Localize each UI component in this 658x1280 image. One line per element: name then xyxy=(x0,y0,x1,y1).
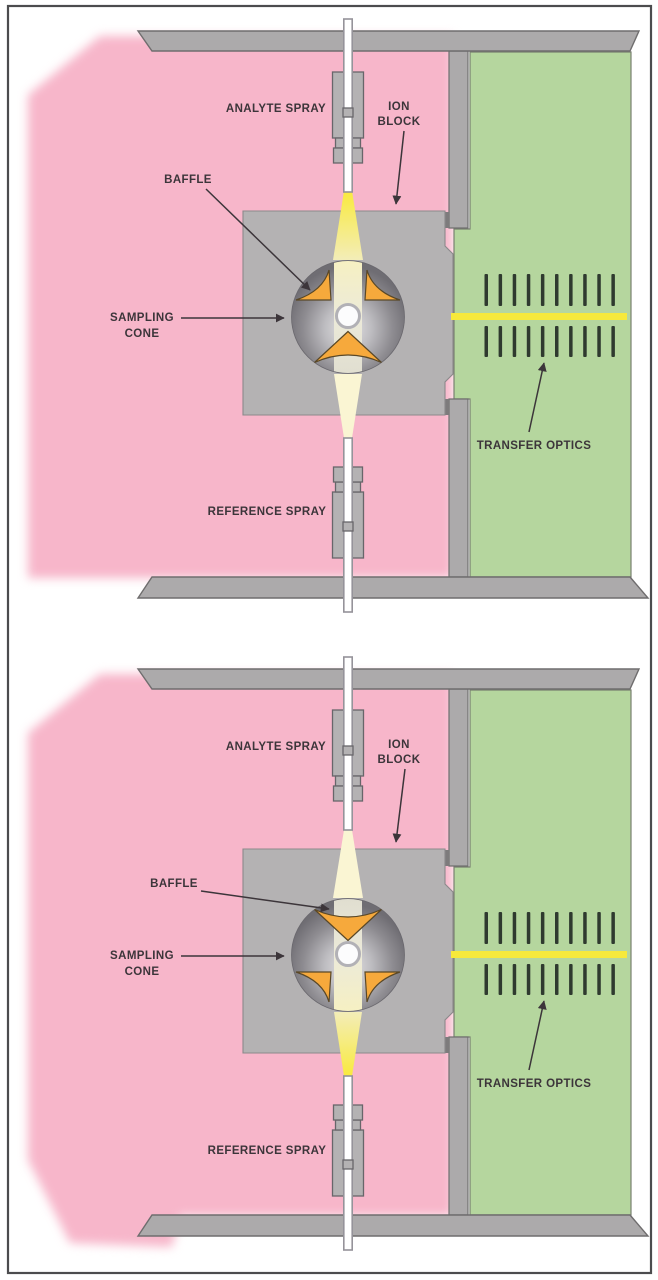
top-wall xyxy=(136,668,641,690)
label-transfer-optics: TRANSFER OPTICS xyxy=(477,1078,592,1090)
label-transfer-optics: TRANSFER OPTICS xyxy=(477,440,592,452)
partition-pillar-bottom xyxy=(448,1036,469,1216)
transfer-optics-rod xyxy=(569,964,573,995)
transfer-optics-rod xyxy=(540,912,545,944)
capillary-union xyxy=(342,107,354,118)
partition-pillar-top xyxy=(448,50,469,229)
transfer-optics-rod xyxy=(540,274,545,306)
transfer-optics-rod xyxy=(555,274,559,306)
transfer-optics-rod xyxy=(498,326,503,357)
label-analyte-spray: ANALYTE SPRAY xyxy=(226,741,326,753)
transfer-optics-rod xyxy=(498,964,503,995)
transfer-optics-rod xyxy=(583,274,587,306)
arrow-baffle xyxy=(205,188,311,291)
transfer-optics-rod xyxy=(498,274,503,306)
reference-beam-blocked xyxy=(334,374,362,438)
transfer-optics-rod xyxy=(597,912,601,944)
transfer-optics-rod xyxy=(512,274,517,306)
bottom-wall xyxy=(136,576,650,599)
label-analyte-spray: ANALYTE SPRAY xyxy=(226,103,326,115)
label-baffle: BAFFLE xyxy=(150,878,198,890)
sampling-cone-aperture xyxy=(335,941,361,967)
transfer-optics-rod xyxy=(484,326,488,357)
arrow-ion-block xyxy=(392,130,405,205)
partition-pillar-top xyxy=(448,688,469,867)
transfer-optics-rod xyxy=(512,326,517,357)
transfer-optics-rod xyxy=(555,964,559,995)
transfer-optics-rod xyxy=(597,274,601,306)
transfer-optics-rod xyxy=(569,274,573,306)
image-border xyxy=(6,4,653,1275)
transfer-optics-rod xyxy=(512,964,517,995)
capillary-union xyxy=(342,521,354,532)
transfer-optics-top-row xyxy=(484,912,615,944)
transfer-optics-rod xyxy=(526,964,531,995)
transfer-optics-rod xyxy=(611,274,615,306)
analyte-beam xyxy=(333,191,363,260)
capillary-union xyxy=(342,745,354,756)
label-ion-block: ION xyxy=(388,101,410,113)
label-baffle: BAFFLE xyxy=(164,174,212,186)
transfer-optics-rod xyxy=(597,326,601,357)
transfer-optics-bottom-row xyxy=(484,326,615,357)
transfer-optics-rod xyxy=(555,912,559,944)
label-sampling-cone: SAMPLING xyxy=(110,312,174,324)
transfer-optics-rod xyxy=(611,326,615,357)
sampling-cone-aperture xyxy=(335,303,361,329)
arrow-ion-block xyxy=(392,768,406,843)
transfer-optics-rod xyxy=(512,912,517,944)
analyte-capillary xyxy=(342,656,353,831)
transfer-optics-rod xyxy=(484,964,488,995)
transfer-optics-bottom-row xyxy=(484,964,615,995)
reference-beam xyxy=(334,1012,362,1076)
transfer-optics-rod xyxy=(611,912,615,944)
transfer-optics-rod xyxy=(526,912,531,944)
transfer-optics-rod xyxy=(540,326,545,357)
arrow-baffle xyxy=(200,890,330,913)
arrow-transfer-optics xyxy=(528,362,547,433)
transfer-optics-rod xyxy=(583,912,587,944)
label-ion-block: BLOCK xyxy=(378,116,421,128)
label-ion-block: ION xyxy=(388,739,410,751)
analyte-beam-blocked xyxy=(333,830,363,898)
transfer-optics-rod xyxy=(484,274,488,306)
transfer-optics-rod xyxy=(526,274,531,306)
label-ion-block: BLOCK xyxy=(378,754,421,766)
transfer-optics-rod xyxy=(526,326,531,357)
panel-analyte-selected: ANALYTE SPRAY ION BLOCK BAFFLE SAMPLING … xyxy=(28,18,650,613)
transfer-optics-rod xyxy=(540,964,545,995)
partition-pillar-bottom xyxy=(448,398,469,578)
transfer-optics-rod xyxy=(569,326,573,357)
capillary-union xyxy=(342,1159,354,1170)
analyte-capillary xyxy=(342,18,353,193)
top-wall xyxy=(136,30,641,52)
transfer-optics-top-row xyxy=(484,274,615,306)
transfer-optics-rod xyxy=(569,912,573,944)
panel-reference-selected: ANALYTE SPRAY ION BLOCK BAFFLE SAMPLING … xyxy=(28,656,650,1251)
label-sampling-cone: SAMPLING xyxy=(110,950,174,962)
transfer-optics-rod xyxy=(484,912,488,944)
label-sampling-cone: CONE xyxy=(125,966,160,978)
transfer-optics-rod xyxy=(555,326,559,357)
transfer-optics-rod xyxy=(583,326,587,357)
transfer-optics-rod xyxy=(583,964,587,995)
label-sampling-cone: CONE xyxy=(125,328,160,340)
transfer-optics-rod xyxy=(611,964,615,995)
transfer-optics-rod xyxy=(597,964,601,995)
label-reference-spray: REFERENCE SPRAY xyxy=(208,506,327,518)
ion-beam xyxy=(451,951,627,958)
bottom-wall xyxy=(136,1214,650,1237)
transfer-optics-rod xyxy=(498,912,503,944)
arrow-transfer-optics xyxy=(528,1000,547,1071)
ion-beam xyxy=(451,313,627,320)
label-reference-spray: REFERENCE SPRAY xyxy=(208,1145,327,1157)
